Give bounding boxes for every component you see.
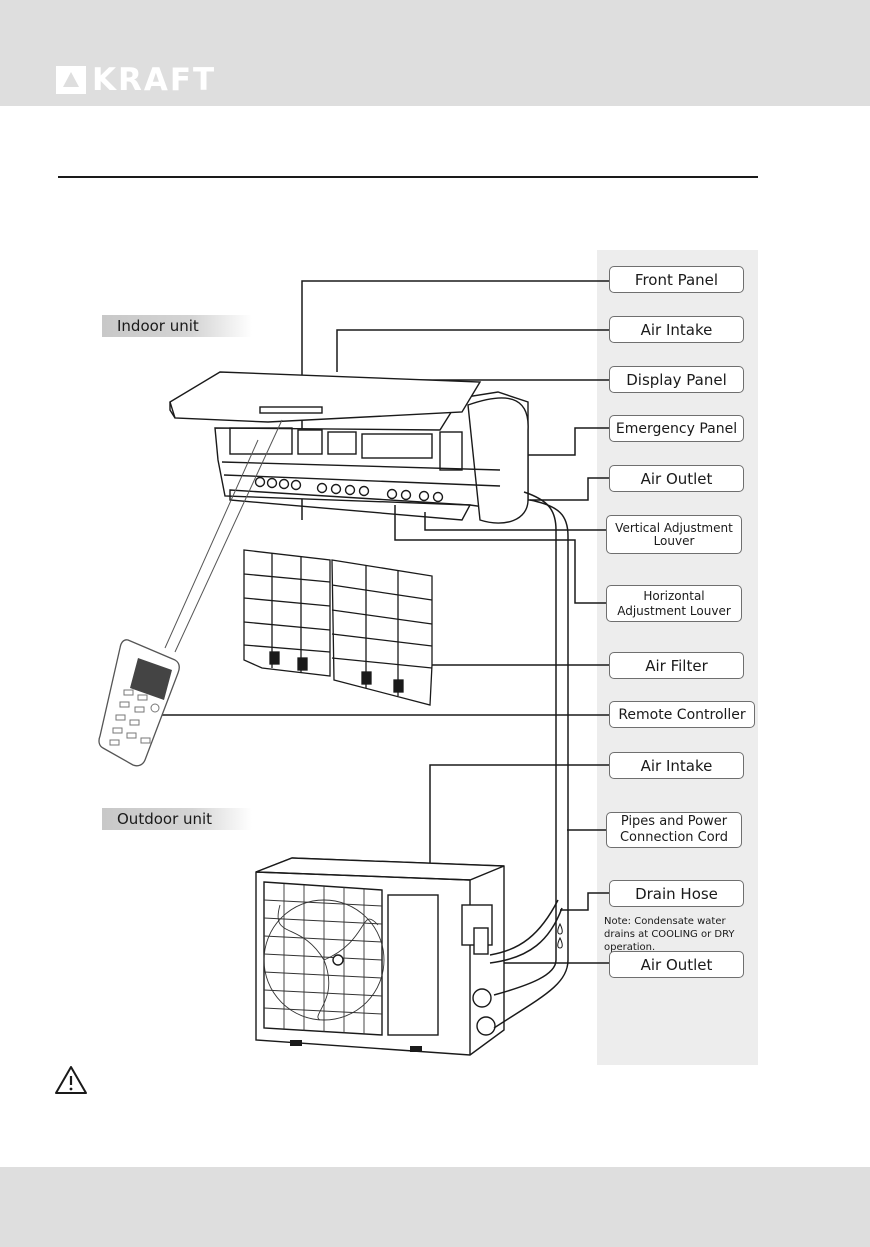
leader-air-intake-outdoor [429, 764, 609, 870]
condensate-note: Note: Condensate water drains at COOLING… [604, 916, 735, 953]
indoor-unit-illustration [169, 371, 529, 524]
remote-controller-illustration [98, 639, 180, 767]
pipes-and-cord [489, 491, 569, 1029]
section-rule [58, 176, 758, 178]
callout-pipes-power: Pipes and Power Connection Cord [606, 812, 742, 848]
callout-remote-controller: Remote Controller [609, 701, 755, 728]
condensate-drops [557, 922, 563, 949]
callout-horizontal-louver: Horizontal Adjustment Louver [606, 585, 742, 622]
leader-drain-hose [560, 892, 609, 911]
callout-emergency-panel: Emergency Panel [609, 415, 744, 442]
leader-air-outlet-indoor [520, 477, 609, 501]
air-filter-illustration [243, 549, 433, 706]
indoor-unit-tag: Indoor unit [102, 315, 252, 337]
leader-vertical-louver [424, 512, 606, 531]
callout-air-intake-indoor: Air Intake [609, 316, 744, 343]
callout-drain-hose: Drain Hose [609, 880, 744, 907]
remote-control-signal [164, 419, 283, 653]
callout-air-outlet-outdoor: Air Outlet [609, 951, 744, 978]
logo-text: KRAFT [92, 62, 217, 98]
callout-air-filter: Air Filter [609, 652, 744, 679]
warning-triangle-icon [55, 1066, 87, 1094]
callout-front-panel: Front Panel [609, 266, 744, 293]
callout-air-outlet-indoor: Air Outlet [609, 465, 744, 492]
outdoor-unit-tag: Outdoor unit [102, 808, 252, 830]
leader-horizontal-louver [394, 505, 606, 604]
callout-air-intake-outdoor: Air Intake [609, 752, 744, 779]
footer-band [0, 1167, 870, 1247]
triangle-mark-icon [56, 66, 86, 94]
outdoor-unit-illustration [255, 857, 505, 1056]
callout-display-panel: Display Panel [609, 366, 744, 393]
leader-air-intake-indoor [336, 329, 609, 372]
callout-vertical-louver: Vertical Adjustment Louver [606, 515, 742, 554]
header-band [0, 0, 870, 106]
brand-logo: KRAFT [56, 62, 217, 98]
